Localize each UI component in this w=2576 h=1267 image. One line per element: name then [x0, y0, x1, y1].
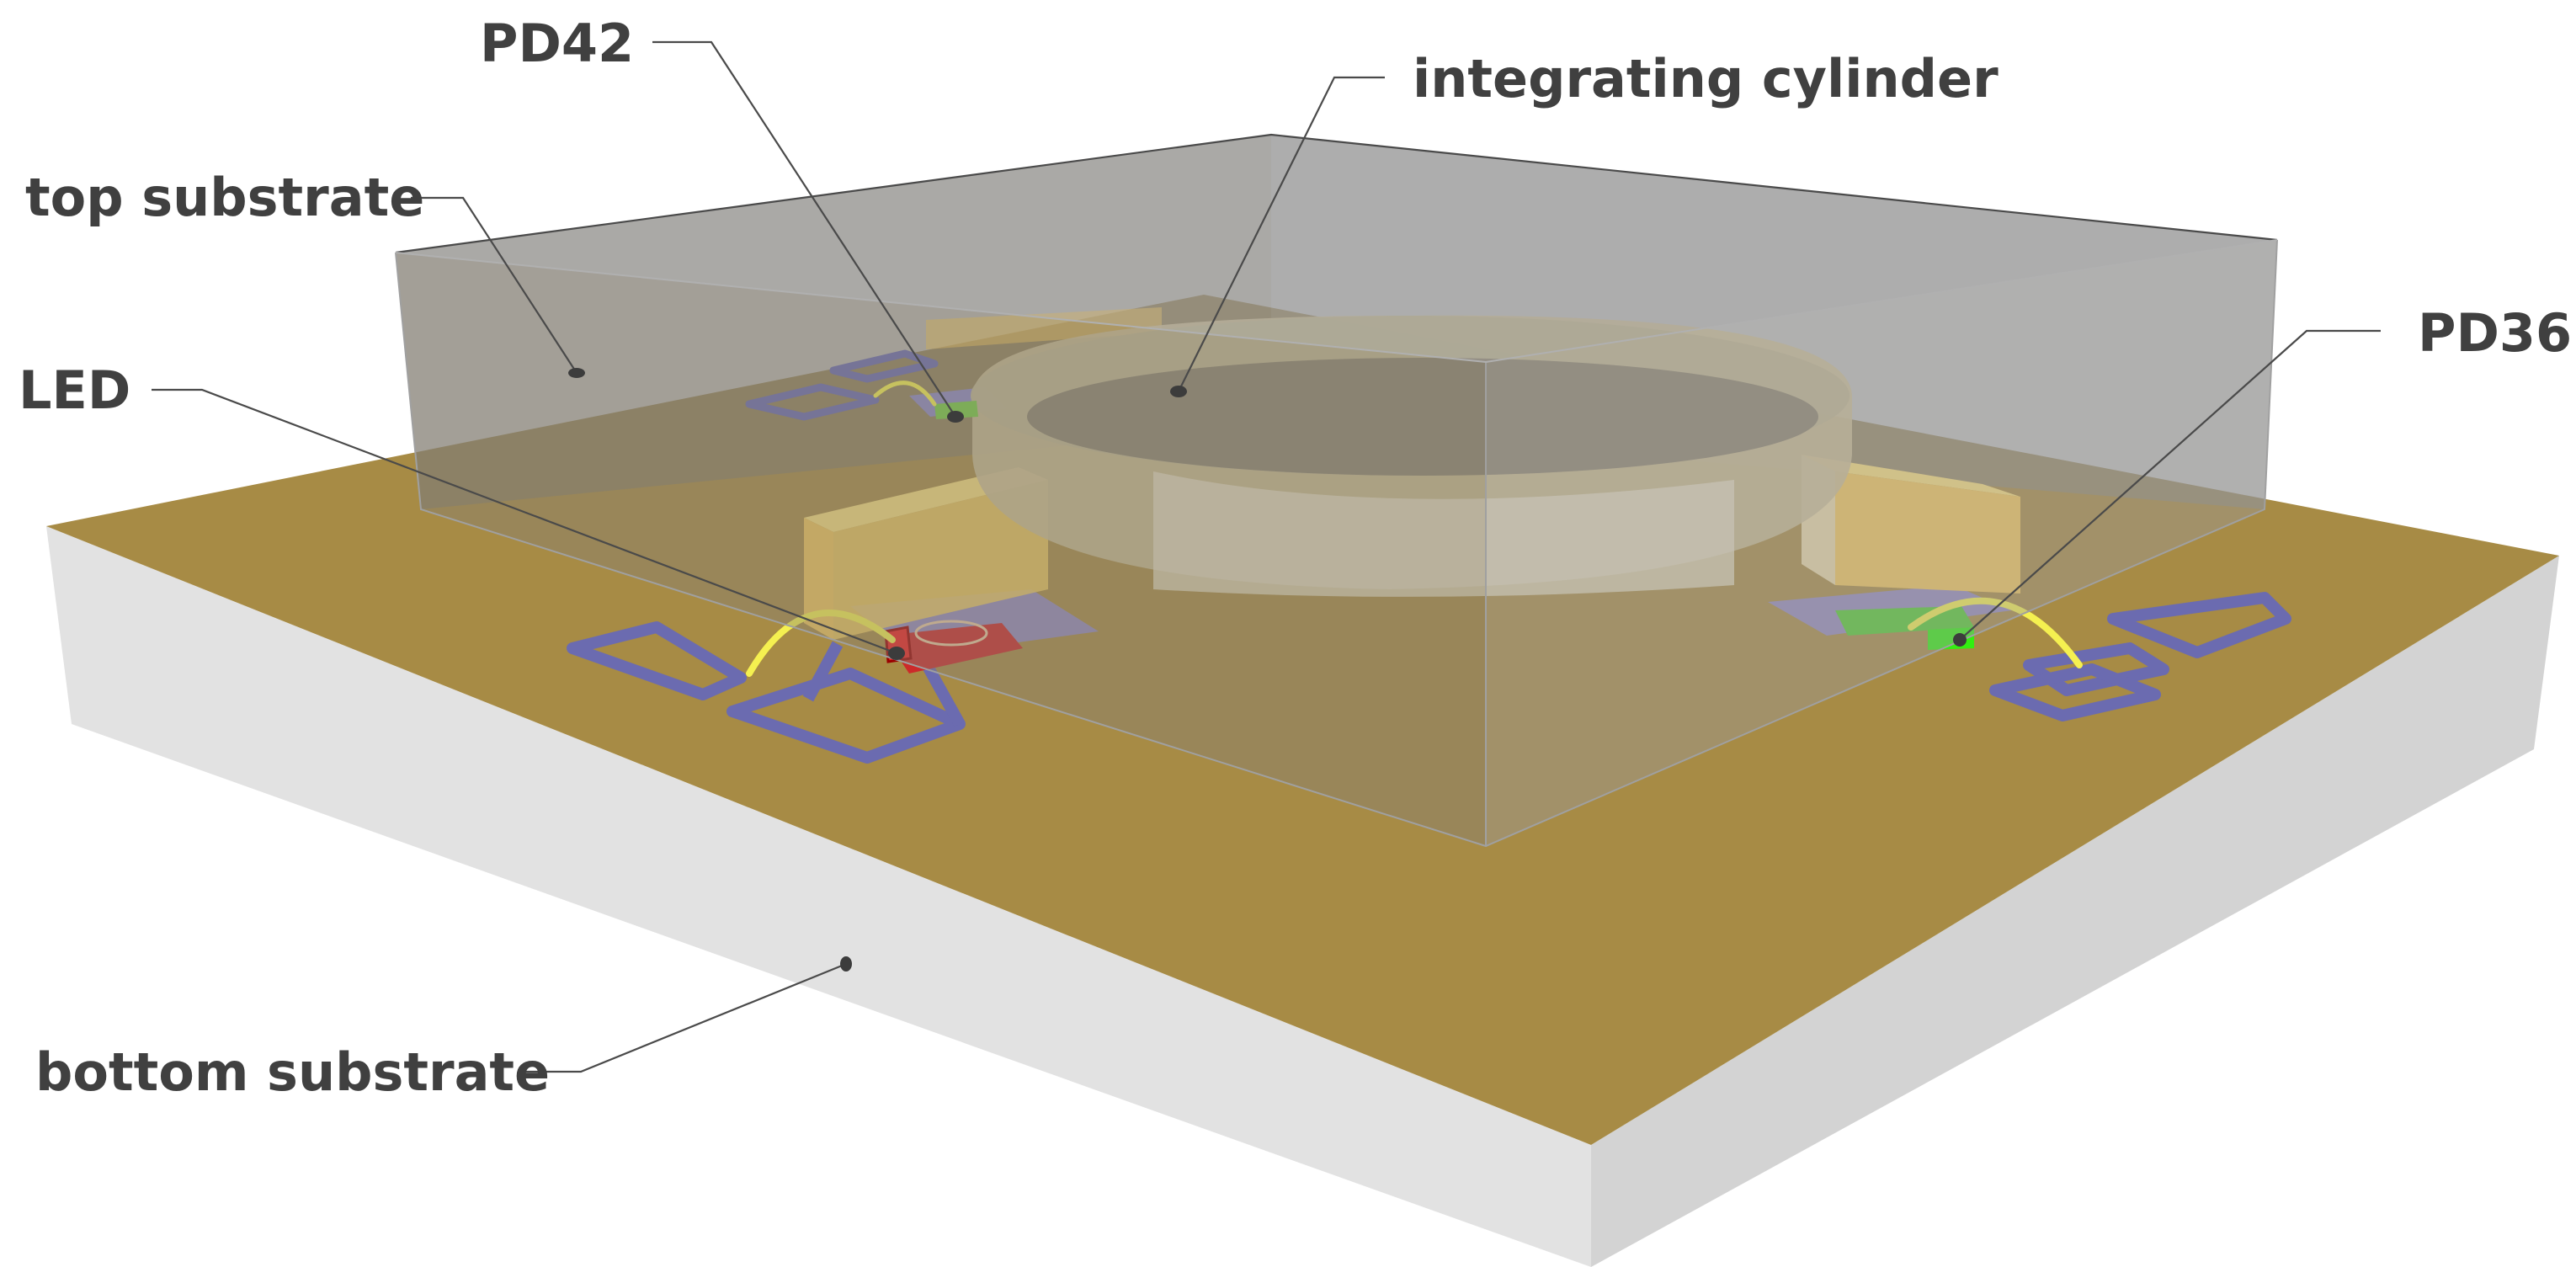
back-channel [926, 307, 1162, 349]
left-channel [804, 467, 1048, 640]
label-bottom-substrate: bottom substrate [35, 1041, 550, 1103]
metal-traces [567, 349, 2291, 764]
callout-pd36: PD36 [1953, 302, 2572, 647]
callout-top-substrate: top substrate [25, 167, 585, 378]
label-pd36: PD36 [2418, 302, 2572, 364]
label-pd42: PD42 [480, 13, 634, 74]
bond-wires [746, 381, 2083, 677]
callout-pd42: PD42 [480, 13, 964, 423]
callout-integrating-cylinder: integrating cylinder [1170, 48, 1999, 397]
bottom-substrate-front-face [46, 526, 1591, 1267]
right-channel [1802, 455, 2020, 594]
callout-led: LED [19, 359, 905, 660]
top-substrate [395, 133, 2278, 848]
callout-bottom-substrate: bottom substrate [35, 956, 852, 1103]
label-led: LED [19, 359, 130, 421]
label-top-substrate: top substrate [25, 167, 424, 228]
integrating-cylinder [971, 315, 1852, 597]
label-integrating-cylinder: integrating cylinder [1413, 48, 1999, 109]
pd42-chip [934, 401, 978, 419]
bottom-substrate-right-face [1591, 556, 2559, 1267]
